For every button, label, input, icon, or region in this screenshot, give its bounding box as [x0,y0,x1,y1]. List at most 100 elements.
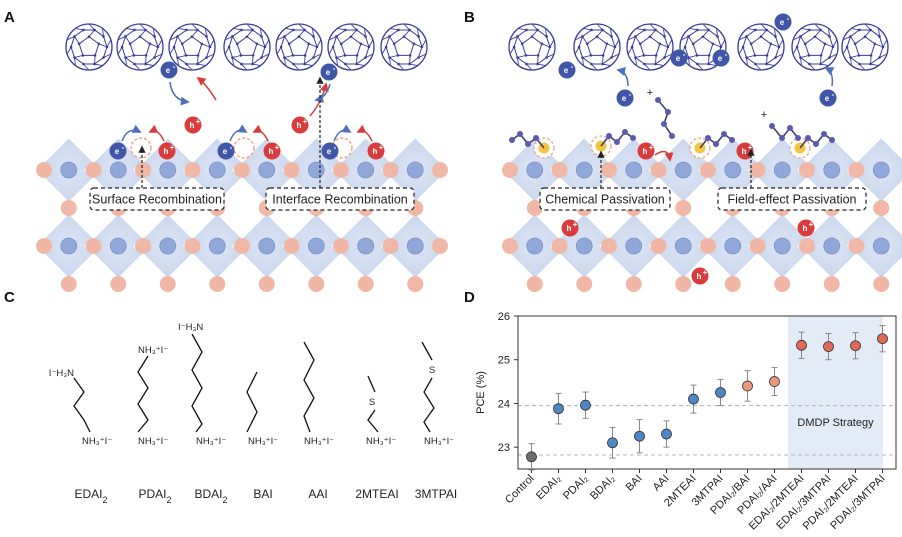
chemical-group: NH₃⁺I⁻ [248,436,278,447]
surface-recombination-label: Surface Recombination [92,193,222,207]
data-point-group [526,443,537,471]
svg-text:+: + [809,220,814,229]
data-point-group [742,370,753,402]
data-point [553,403,564,415]
molecule-name: BDAI2 [194,487,227,505]
chemical-group: NH₃⁺I⁻ [196,436,226,447]
b-site-atom [625,237,643,255]
svg-text:+: + [170,143,175,152]
svg-text:-: - [683,50,686,59]
svg-text:h: h [742,147,747,156]
fullerene-molecule [841,23,889,71]
svg-text:h: h [297,121,302,130]
x-site-atom [724,276,741,292]
svg-text:e: e [564,66,569,75]
b-site-atom [872,237,890,255]
b-site-atom [60,161,78,179]
svg-text:+: + [649,143,654,152]
a-site-atom [650,162,667,178]
b-site-atom [258,237,276,255]
electron-marker: e- [774,13,792,31]
transfer-arrow [356,124,373,142]
data-point-group [688,384,699,414]
cation-charge: + [647,87,653,99]
data-point-group [661,420,672,448]
svg-text:-: - [334,143,337,152]
surface-recombination-callout: Surface Recombination [89,145,225,211]
data-point [715,387,726,398]
svg-text:-: - [333,64,336,73]
chemical-group: NH₃⁺I⁻ [138,345,168,356]
data-point [526,451,537,463]
b-site-atom [773,237,791,255]
x-site-atom [110,276,127,292]
charge-carriers: e-e-h+h+e-h+e-h+e-h+ [109,61,385,160]
hole-marker: h+ [263,142,281,160]
field-effect-passivation-label: Field-effect Passivation [728,193,857,207]
a-site-atom [700,238,716,254]
chemical-group: NH₃⁺I⁻ [138,436,168,447]
hole-marker: h+ [158,142,176,160]
hole-marker: h+ [367,142,385,160]
fullerene-molecule [65,23,113,71]
chemical-passivation-callout: Chemical Passivation [539,150,671,211]
a-site-atom [382,162,399,178]
svg-text:+: + [748,143,753,152]
fullerene-molecule [737,23,785,71]
carbon-chain [367,409,379,433]
panel-b-passivation-diagram: ++ e-e-e-e-e-e-h+h+h+h+h+ Chemical Passi… [500,13,902,292]
data-point [850,340,861,352]
data-point [688,393,699,405]
sulfur-atom: S [429,365,435,376]
x-site-atom [873,200,890,216]
y-tick-label: 23 [498,442,510,454]
a-site-atom [432,162,448,178]
fullerene-molecule [168,23,216,71]
fullerene-layer [508,23,889,71]
data-point-group [553,392,564,425]
a-site-atom [551,238,568,254]
x-site-atom [774,276,791,292]
a-site-atom [848,162,865,178]
carbon-chain [421,341,433,361]
hole-marker: h+ [291,116,309,134]
x-site-atom [308,276,325,292]
data-point-group [715,378,726,407]
fullerene-layer [65,23,428,71]
svg-text:e: e [718,54,723,63]
a-site-atom [700,162,716,178]
y-axis-label: PCE (%) [475,371,487,414]
b-site-atom [357,161,375,179]
electron-marker: e- [217,142,235,160]
b-site-atom [258,161,276,179]
x-site-atom [823,276,840,292]
molecule-name: 2MTEAI [355,487,398,501]
b-site-atom [823,161,841,179]
svg-text:+: + [573,220,578,229]
data-point [823,341,834,353]
hole-marker: h+ [561,219,579,237]
svg-text:e: e [115,147,120,156]
x-site-atom [576,276,593,292]
chemical-group: NH₃⁺I⁻ [424,436,454,447]
b-site-atom [159,237,177,255]
a-site-atom [848,238,865,254]
b-site-atom [526,161,544,179]
fullerene-molecule [327,23,375,71]
x-tick-label: PDAI₂ [561,473,591,503]
vacancy-defect [130,137,152,159]
data-point-group [823,332,834,361]
x-site-atom [526,200,543,216]
svg-text:e: e [166,66,171,75]
a-site-atom [382,238,399,254]
panel-b-label: B [464,9,475,26]
free-cation-chain [769,123,801,141]
svg-text:h: h [803,224,808,233]
a-site-atom [601,238,617,254]
svg-text:-: - [787,14,790,23]
b-site-atom [724,161,742,179]
data-point [769,376,780,387]
panel-a-label: A [4,9,15,26]
